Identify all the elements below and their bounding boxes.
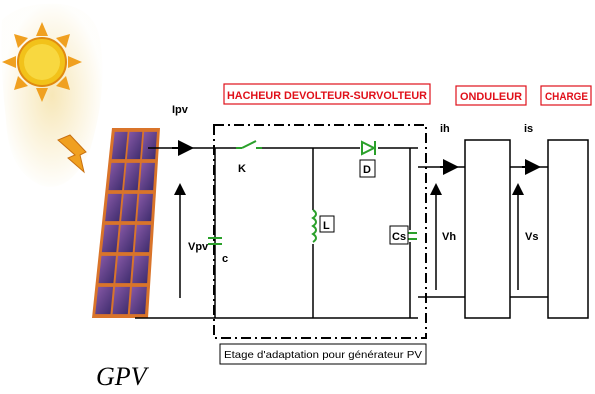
capacitor-cs	[389, 225, 418, 245]
solar-cell	[98, 255, 116, 284]
gpv-label: GPV	[96, 362, 150, 391]
solar-cell	[111, 131, 128, 160]
ipv-label: Ipv	[172, 104, 189, 116]
capacitor-c	[208, 237, 222, 245]
solar-cell	[139, 162, 155, 191]
solar-cell	[101, 224, 119, 253]
l-label: L	[323, 220, 330, 232]
hacheur-title: HACHEUR DEVOLTEUR-SURVOLTEUR	[223, 83, 431, 105]
onduleur-box	[464, 139, 511, 319]
etage-caption: Etage d'adaptation pour générateur PV	[219, 343, 427, 365]
solar-cell	[132, 255, 149, 284]
vh-label: Vh	[442, 231, 456, 243]
vpv-label: Vpv	[188, 241, 209, 253]
vs-label: Vs	[525, 231, 538, 243]
solar-cell	[115, 255, 133, 284]
charge-label: CHARGE	[545, 91, 588, 103]
solar-cell	[141, 131, 157, 160]
solar-cell	[112, 286, 130, 315]
charge-title: CHARGE	[540, 85, 592, 106]
solar-cell	[118, 224, 135, 253]
solar-cell	[95, 286, 114, 315]
diode-d	[359, 140, 378, 178]
c-label: c	[222, 253, 228, 265]
ih-label: ih	[440, 123, 450, 135]
solar-cell	[126, 131, 143, 160]
hacheur-label: HACHEUR DEVOLTEUR-SURVOLTEUR	[227, 90, 427, 102]
switch-k	[236, 140, 262, 153]
solar-cell	[123, 162, 140, 191]
solar-cell	[105, 193, 122, 222]
solar-panel-icon	[92, 128, 160, 318]
solar-cell	[129, 286, 147, 315]
adaptation-stage-frame	[213, 124, 427, 339]
etage-label: Etage d'adaptation pour générateur PV	[224, 349, 422, 361]
is-label: is	[524, 123, 533, 135]
sun-icon	[1, 3, 103, 187]
d-label: D	[363, 164, 371, 176]
solar-cell	[108, 162, 125, 191]
onduleur-label: ONDULEUR	[460, 91, 522, 103]
k-label: K	[238, 163, 246, 175]
solar-cell	[134, 224, 151, 253]
solar-cell	[121, 193, 138, 222]
onduleur-title: ONDULEUR	[455, 85, 527, 106]
charge-box	[547, 139, 589, 319]
cs-label: Cs	[392, 231, 406, 243]
solar-cell	[137, 193, 153, 222]
inductor-l	[306, 209, 335, 244]
